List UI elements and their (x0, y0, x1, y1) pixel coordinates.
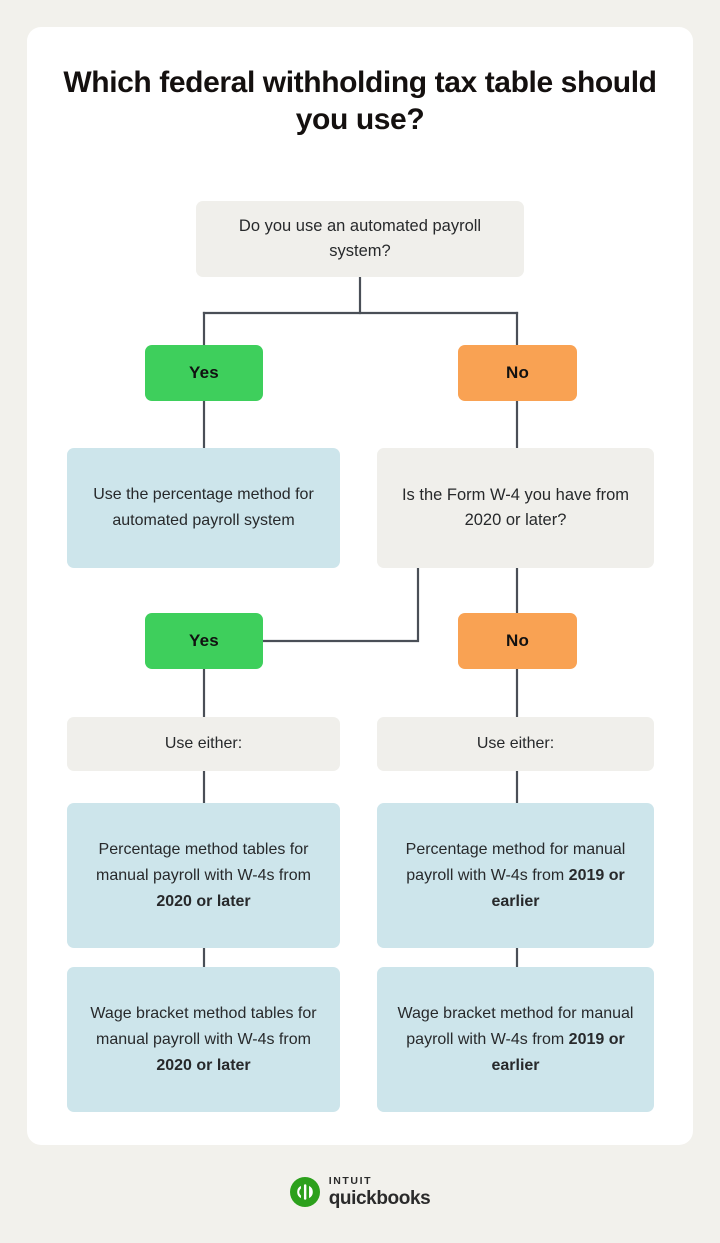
brand-quickbooks-label: quickbooks (328, 1187, 431, 1209)
node-result-percentage-automated-label: Use the percentage method for automated … (93, 486, 314, 529)
node-result-percentage-manual-2020-label: Percentage method tables for manual payr… (96, 840, 311, 910)
node-answer-yes-w4-year-label: Yes (189, 631, 219, 650)
node-result-percentage-automated[interactable]: Use the percentage method for automated … (67, 448, 340, 568)
quickbooks-logo-icon (289, 1176, 320, 1207)
node-use-either-right[interactable]: Use either: (377, 717, 654, 771)
node-question-automated-payroll-label: Do you use an automated payroll system? (238, 217, 482, 260)
brand-intuit-label: INTUIT (328, 1175, 373, 1187)
emphasis-text: 2019 or earlier (491, 1030, 625, 1074)
node-use-either-left-label: Use either: (164, 735, 243, 752)
node-result-percentage-manual-2019[interactable]: Percentage method for manual payroll wit… (377, 803, 654, 948)
node-result-wage-bracket-manual-2020-label: Wage bracket method tables for manual pa… (90, 1004, 317, 1074)
node-question-w4-year[interactable]: Is the Form W-4 you have from 2020 or la… (377, 448, 654, 568)
emphasis-text: 2020 or later (156, 1056, 251, 1074)
node-use-either-left[interactable]: Use either: (67, 717, 340, 771)
node-result-percentage-manual-2019-label: Percentage method for manual payroll wit… (405, 840, 626, 910)
emphasis-text: 2019 or earlier (491, 866, 625, 910)
node-result-wage-bracket-manual-2019-label: Wage bracket method for manual payroll w… (397, 1004, 634, 1074)
node-result-wage-bracket-manual-2020[interactable]: Wage bracket method tables for manual pa… (67, 967, 340, 1112)
node-answer-yes-w4-year[interactable]: Yes (145, 613, 263, 669)
node-answer-no-w4-year[interactable]: No (458, 613, 577, 669)
node-result-wage-bracket-manual-2019[interactable]: Wage bracket method for manual payroll w… (377, 967, 654, 1112)
page-title: Which federal withholding tax table shou… (63, 66, 657, 136)
node-answer-no-automated-label: No (505, 363, 530, 382)
brand-wordmark: INTUIT quickbooks (329, 1176, 431, 1208)
node-answer-no-w4-year-label: No (505, 631, 530, 650)
node-result-percentage-manual-2020[interactable]: Percentage method tables for manual payr… (67, 803, 340, 948)
node-question-automated-payroll[interactable]: Do you use an automated payroll system? (196, 201, 524, 277)
node-answer-yes-automated[interactable]: Yes (145, 345, 263, 401)
brand-footer: INTUIT quickbooks (0, 1176, 720, 1208)
node-answer-yes-automated-label: Yes (189, 363, 219, 382)
node-answer-no-automated[interactable]: No (458, 345, 577, 401)
emphasis-text: 2020 or later (156, 892, 251, 910)
node-use-either-right-label: Use either: (476, 735, 555, 752)
node-question-w4-year-label: Is the Form W-4 you have from 2020 or la… (401, 486, 630, 529)
